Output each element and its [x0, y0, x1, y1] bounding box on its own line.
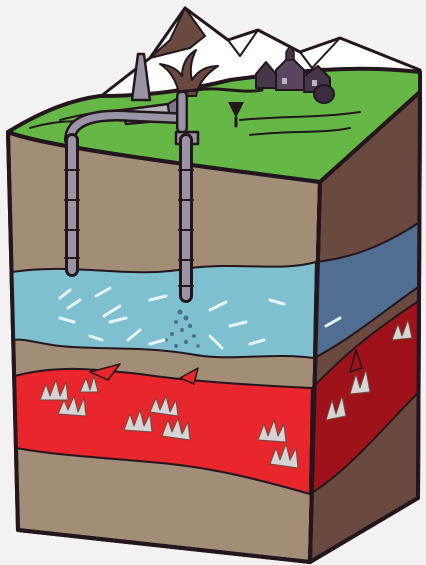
water-layer-front: [12, 262, 316, 358]
front-face: [8, 132, 320, 562]
